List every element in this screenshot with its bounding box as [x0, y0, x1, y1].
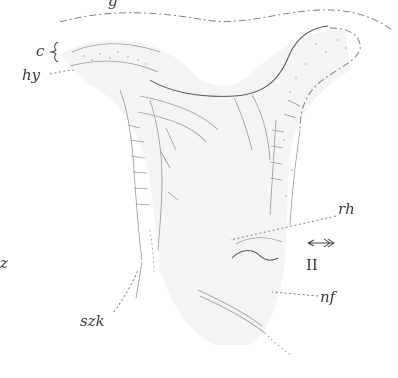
section-shading [60, 30, 350, 345]
label-c: c [36, 42, 45, 60]
label-nf: nf [320, 288, 338, 306]
arrow-left-icon [308, 239, 334, 247]
left-lower-stroke-2 [150, 230, 154, 272]
left-lower-stroke [136, 262, 142, 298]
label-szk: szk [80, 312, 105, 330]
brace-c [50, 42, 58, 62]
outer-contour-top [60, 10, 392, 30]
label-rh: rh [338, 200, 355, 218]
lower-streak-3 [268, 336, 292, 356]
label-hy: hy [22, 66, 41, 84]
label-g: g [108, 0, 118, 10]
leader-szk [114, 270, 138, 312]
label-II: II [306, 256, 318, 274]
label-z: z [0, 254, 8, 272]
leader-hy [50, 70, 76, 74]
